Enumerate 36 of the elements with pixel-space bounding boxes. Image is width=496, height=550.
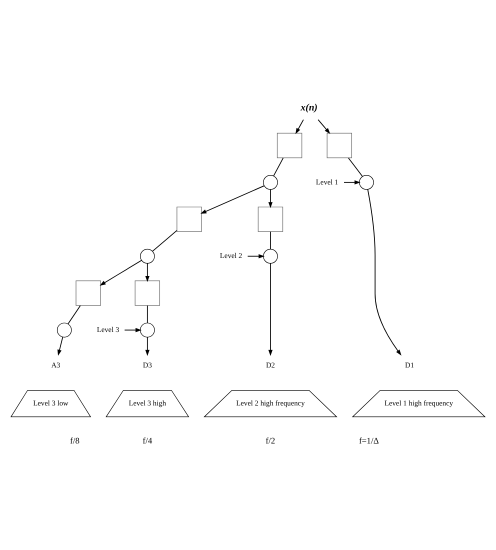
connector xyxy=(68,305,81,324)
connector xyxy=(146,305,148,324)
node-circle xyxy=(140,322,155,338)
node-circle xyxy=(56,322,72,338)
arrow xyxy=(247,254,265,258)
connector xyxy=(270,231,271,250)
node-circle xyxy=(140,248,155,264)
arrow xyxy=(124,328,142,332)
label: f/4 xyxy=(142,436,152,446)
arrow xyxy=(318,119,330,134)
connector xyxy=(152,230,178,252)
node-text: x(n) xyxy=(300,102,318,114)
node-box xyxy=(134,280,160,306)
arrow xyxy=(367,188,402,356)
node-box xyxy=(258,206,284,232)
arrow xyxy=(268,189,273,208)
arrow xyxy=(344,180,361,184)
arrow xyxy=(57,336,64,356)
arrow xyxy=(100,260,142,286)
node-circle xyxy=(263,248,278,264)
label: f/2 xyxy=(266,436,276,446)
connector xyxy=(273,158,284,176)
node-box xyxy=(176,206,202,232)
label: f/8 xyxy=(70,436,80,446)
arrow xyxy=(145,262,150,282)
label: f=1/Δ xyxy=(358,436,379,446)
arrow xyxy=(145,336,150,356)
node-box xyxy=(276,132,302,158)
arrow xyxy=(200,185,265,214)
node-circle xyxy=(263,175,278,190)
node-box xyxy=(76,280,101,306)
node-circle xyxy=(359,175,374,190)
node-box xyxy=(326,132,352,158)
arrow xyxy=(268,263,273,356)
arrow xyxy=(295,119,304,134)
connector xyxy=(348,158,363,177)
